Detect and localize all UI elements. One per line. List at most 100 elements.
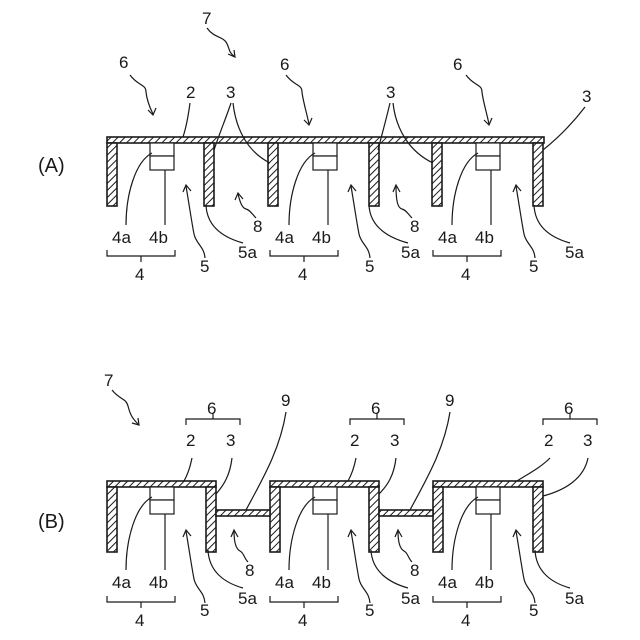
- label-5a: 5a: [401, 243, 420, 262]
- label-6: 6: [280, 55, 289, 74]
- label-2: 2: [186, 83, 195, 102]
- label-4b: 4b: [475, 573, 494, 592]
- panel-b-elements: [150, 487, 500, 514]
- element-4a-box: [476, 487, 500, 500]
- arrow-7: [112, 390, 138, 424]
- label-3: 3: [226, 431, 235, 450]
- label-5: 5: [529, 257, 538, 276]
- label-6: 6: [207, 399, 216, 418]
- leader-line: [543, 458, 588, 496]
- label-4a: 4a: [275, 228, 294, 247]
- label-6: 6: [564, 399, 573, 418]
- element-4b-box: [476, 500, 500, 514]
- panel-b-labels: 7 6 6 6 2 3 2 3 2 3 9 9 4a 4b 4a 4b 4a 4…: [104, 371, 592, 630]
- top-plate: [107, 481, 216, 487]
- element-4a-box: [313, 143, 337, 156]
- label-4a: 4a: [112, 573, 131, 592]
- element-4a-box: [150, 143, 174, 156]
- label-3: 3: [226, 83, 235, 102]
- partition-wall: [533, 487, 543, 552]
- panel-a: (A): [38, 9, 591, 284]
- label-2: 2: [544, 431, 553, 450]
- arrow-6: [286, 75, 309, 124]
- label-4a: 4a: [438, 573, 457, 592]
- arrow-8: [234, 531, 248, 562]
- leader-line: [183, 103, 190, 137]
- arrow-5: [351, 186, 370, 258]
- leader-line: [233, 103, 270, 163]
- label-4b: 4b: [475, 228, 494, 247]
- label-8: 8: [410, 561, 419, 580]
- label-9: 9: [281, 391, 290, 410]
- leader-line: [126, 153, 152, 225]
- label-4b: 4b: [149, 228, 168, 247]
- arrow-7: [207, 28, 234, 56]
- partition-wall: [433, 487, 443, 552]
- panel-a-top-plate: [107, 137, 544, 143]
- leader-line: [534, 205, 570, 243]
- partition-wall: [270, 487, 280, 552]
- partition-wall: [369, 487, 379, 552]
- label-5: 5: [365, 601, 374, 620]
- label-4: 4: [461, 611, 470, 630]
- label-4: 4: [135, 611, 144, 630]
- partition-wall: [206, 487, 216, 552]
- leader-line: [452, 497, 478, 570]
- brace-element-4: [107, 596, 175, 608]
- label-5: 5: [529, 601, 538, 620]
- label-3: 3: [386, 83, 395, 102]
- leader-line: [410, 412, 450, 510]
- panel-a-braces: [107, 250, 501, 262]
- leader-line: [289, 497, 315, 570]
- brace-element-4: [433, 596, 501, 608]
- panel-b-label: (B): [38, 511, 65, 533]
- label-8: 8: [410, 217, 419, 236]
- arrow-8: [238, 194, 256, 218]
- arrow-5: [351, 531, 370, 603]
- partition-wall: [268, 143, 278, 206]
- leader-line: [184, 458, 192, 481]
- label-5a: 5a: [238, 589, 257, 608]
- bridge-9: [379, 510, 433, 516]
- label-3: 3: [583, 431, 592, 450]
- leader-line: [369, 205, 408, 243]
- label-5a: 5a: [401, 589, 420, 608]
- label-5a: 5a: [565, 243, 584, 262]
- partition-wall: [369, 143, 379, 206]
- partition-wall: [432, 143, 442, 206]
- top-plate: [270, 481, 379, 487]
- leader-line: [535, 550, 570, 588]
- label-7: 7: [202, 9, 211, 28]
- arrow-5: [516, 186, 535, 258]
- element-4b-box: [150, 500, 174, 514]
- arrow-5: [186, 531, 205, 603]
- label-3: 3: [582, 87, 591, 106]
- label-5a: 5a: [238, 243, 257, 262]
- label-9: 9: [445, 391, 454, 410]
- panel-b-top-braces: [186, 413, 597, 425]
- label-5: 5: [200, 257, 209, 276]
- partition-wall: [107, 487, 117, 552]
- arrow-6: [466, 75, 489, 124]
- panel-b-braces: [107, 596, 501, 608]
- arrow-5: [516, 531, 535, 603]
- arrow-6: [130, 75, 153, 114]
- panel-a-label: (A): [38, 155, 65, 177]
- element-4b-box: [150, 156, 174, 170]
- panel-a-labels: 7 6 6 6 2 3 3 3 4a 4b 4a 4b 4a 4b 4 4 4 …: [112, 9, 591, 284]
- panel-a-leader-lines: [126, 103, 585, 243]
- bridge-9: [216, 510, 270, 516]
- label-4: 4: [461, 265, 470, 284]
- label-6: 6: [119, 53, 128, 72]
- label-4a: 4a: [112, 228, 131, 247]
- element-4a-box: [150, 487, 174, 500]
- label-5: 5: [200, 601, 209, 620]
- brace-element-4: [270, 596, 338, 608]
- leader-line: [348, 458, 356, 481]
- label-4b: 4b: [312, 228, 331, 247]
- partition-wall: [204, 143, 214, 206]
- top-plate: [433, 481, 543, 487]
- leader-line: [126, 497, 152, 570]
- label-5: 5: [365, 257, 374, 276]
- leader-line: [393, 103, 433, 163]
